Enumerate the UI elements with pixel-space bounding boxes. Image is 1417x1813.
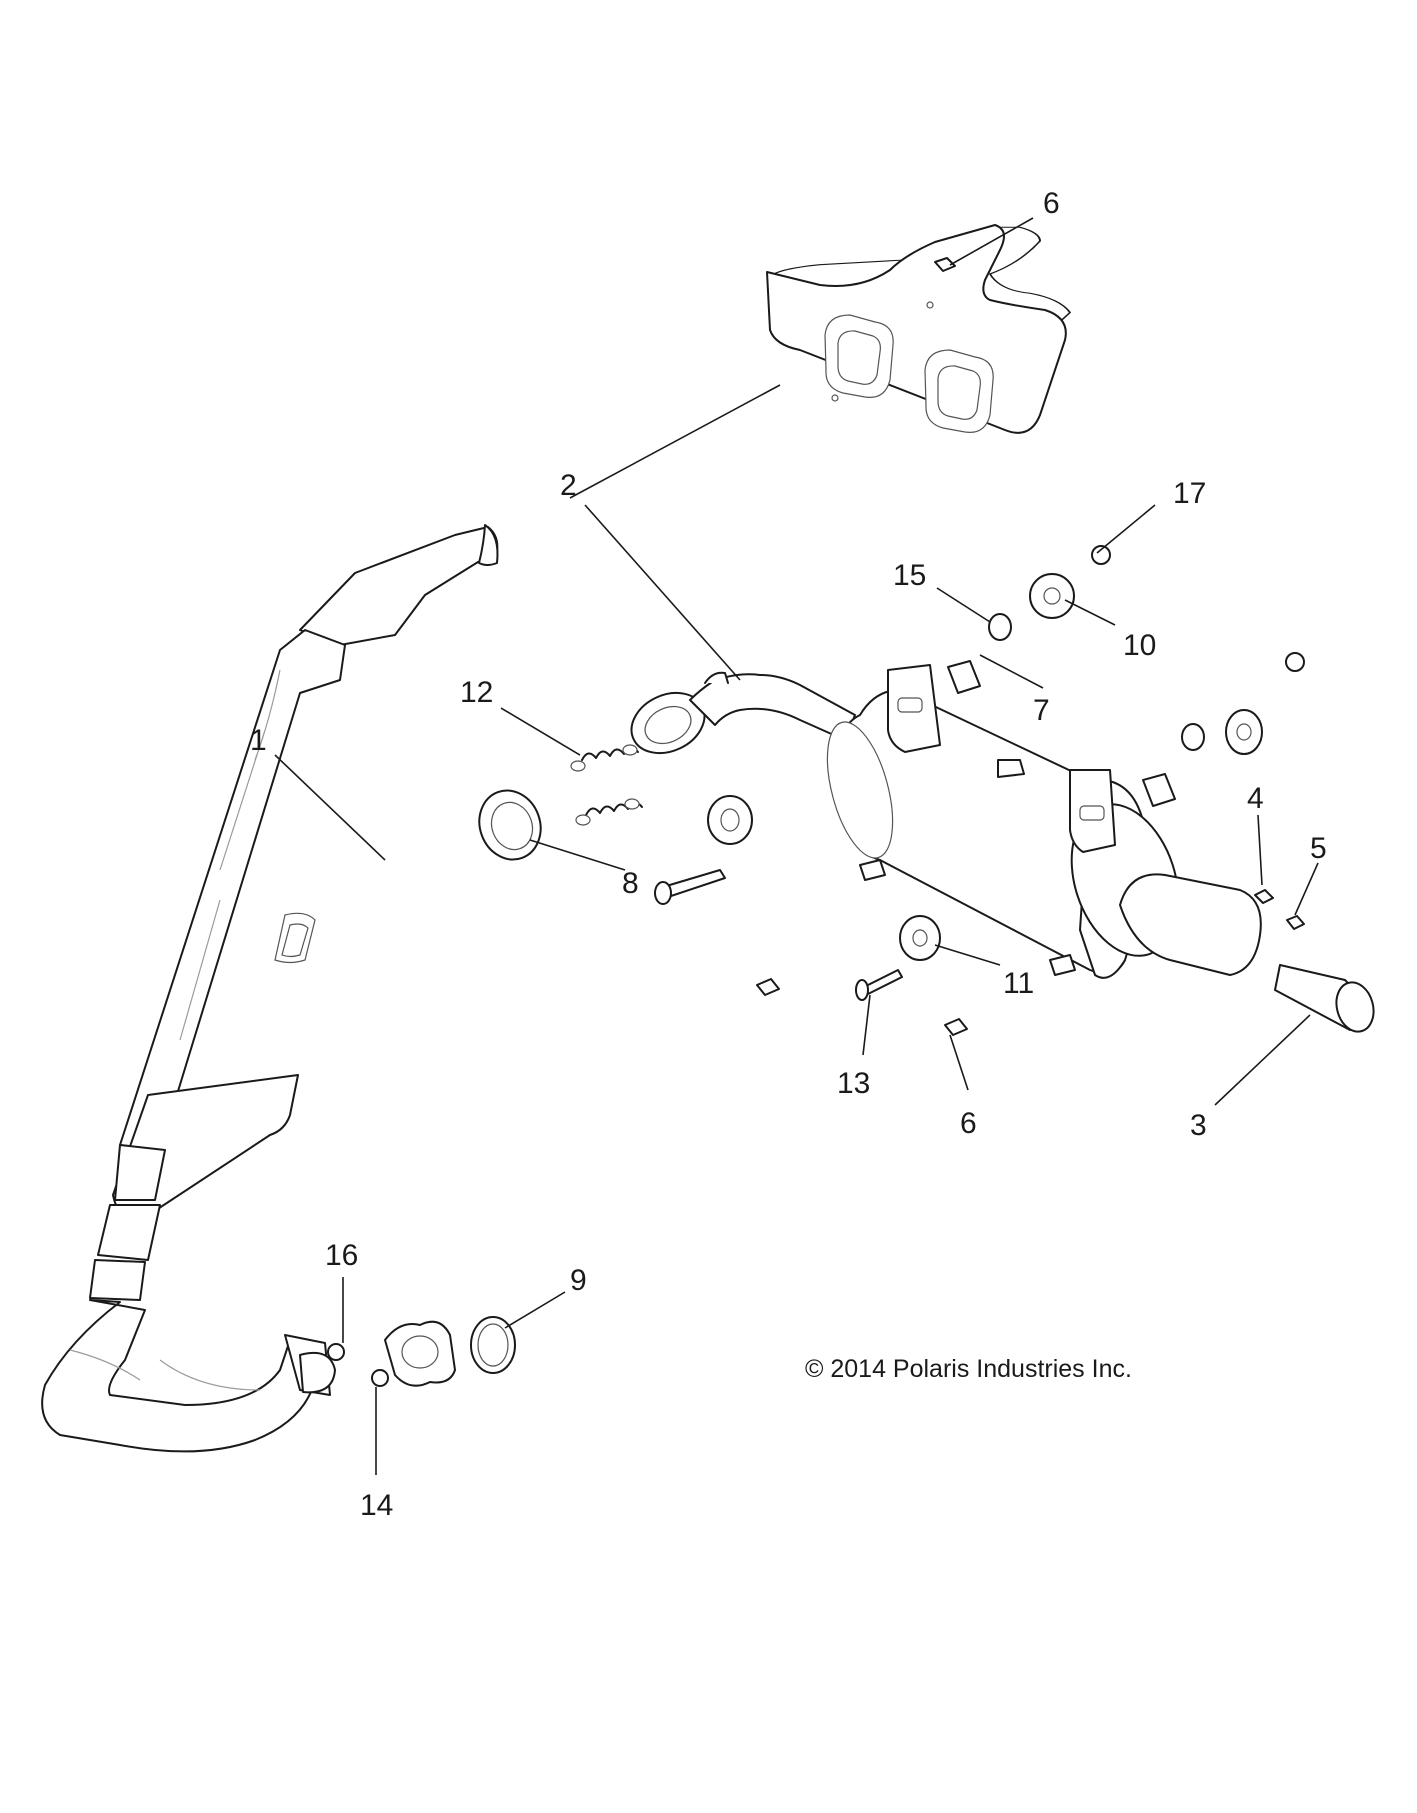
heat-shield-part-2 [766,224,1071,434]
callout-6-top: 6 [1043,187,1060,220]
callout-8: 8 [622,867,639,900]
mid-pipe-part-2 [630,671,856,755]
flange-bolt-6 [756,257,968,1036]
callout-3: 3 [1190,1109,1207,1142]
callout-6-bottom: 6 [960,1107,977,1140]
callout-13: 13 [837,1067,870,1100]
header-pipe-part-1 [41,524,499,1453]
callout-5: 5 [1310,832,1327,865]
callout-4: 4 [1247,782,1264,815]
callouts: 6 2 17 15 10 12 7 1 4 5 8 11 13 6 3 16 9… [250,187,1327,1522]
gasket-part-8 [478,789,542,861]
callout-15: 15 [893,559,926,592]
callout-2: 2 [560,469,577,502]
callout-1: 1 [250,724,267,757]
callout-14: 14 [360,1489,393,1522]
callout-17: 17 [1173,477,1206,510]
copyright-notice: © 2014 Polaris Industries Inc. [805,1355,1132,1383]
exhaust-flange-and-seal [327,1316,516,1387]
callout-9: 9 [570,1264,587,1297]
callout-16: 16 [325,1239,358,1272]
callout-11: 11 [1003,967,1034,1000]
grommet-bolt-left [654,795,753,905]
callout-12: 12 [460,676,493,709]
leader-lines [274,217,1319,1475]
callout-10: 10 [1123,629,1156,662]
callout-7: 7 [1033,694,1050,727]
muffler [826,664,1262,979]
springs-part-12 [570,744,643,826]
tail-tip-part-3 [1274,964,1375,1033]
washers-and-bushings [855,545,1305,1001]
